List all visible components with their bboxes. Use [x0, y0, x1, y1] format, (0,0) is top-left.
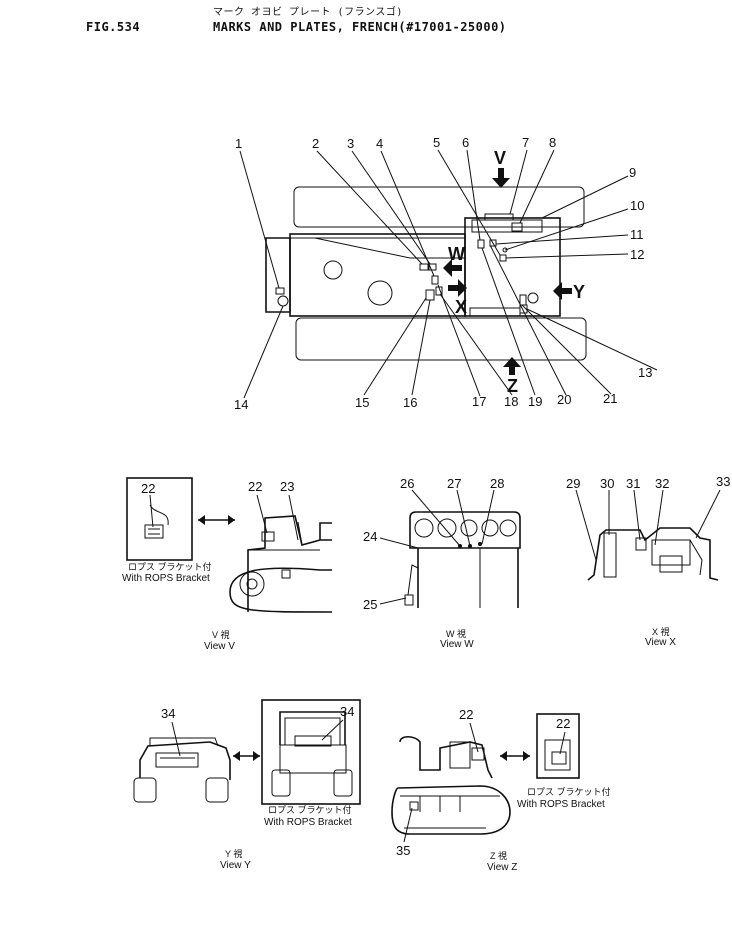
rops-caption-jp-y: ロプス ブラケット付 [268, 804, 352, 815]
title-english: MARKS AND PLATES, FRENCH(#17001-25000) [213, 20, 507, 34]
callout-5: 5 [433, 135, 440, 150]
callout-4: 4 [376, 136, 383, 151]
view-x: 29 30 31 32 33 X 視 View X [566, 474, 730, 648]
callout-26: 26 [400, 476, 414, 491]
rops-inset-v [126, 477, 193, 561]
callout-10: 10 [630, 198, 644, 213]
figure-number: FIG.534 [86, 20, 141, 34]
rops-caption-en-z: With ROPS Bracket [517, 799, 605, 810]
callout-18: 18 [504, 394, 518, 409]
callout-33: 33 [716, 474, 730, 489]
callout-6: 6 [462, 135, 469, 150]
callout-32: 32 [655, 476, 669, 491]
callout-14: 14 [234, 397, 248, 412]
callout-28: 28 [490, 476, 504, 491]
view-w: 26 27 28 24 25 W 視 View W [363, 476, 521, 650]
callout-16: 16 [403, 395, 417, 410]
callout-8: 8 [549, 135, 556, 150]
callout-22-v-inset: 22 [141, 481, 155, 496]
view-letter-z: Z [507, 376, 518, 396]
view-y-en: View Y [220, 860, 251, 871]
view-arrow-w: W [443, 244, 465, 277]
rops-inset-y [261, 699, 361, 805]
callout-20: 20 [557, 392, 571, 407]
callout-12: 12 [630, 247, 644, 262]
callout-19: 19 [528, 394, 542, 409]
view-arrow-y: Y [553, 282, 585, 302]
callout-17: 17 [472, 394, 486, 409]
view-y-jp: Y 視 [225, 848, 242, 859]
leader-lines-top [239, 149, 658, 399]
callout-2: 2 [312, 136, 319, 151]
callout-9: 9 [629, 165, 636, 180]
callout-3: 3 [347, 136, 354, 151]
callout-21: 21 [603, 391, 617, 406]
callout-34-y-inset: 34 [340, 704, 354, 719]
view-letter-v: V [494, 148, 506, 168]
callout-22-z: 22 [459, 707, 473, 722]
view-letter-y: Y [573, 282, 585, 302]
view-v: 22 ロプス ブラケット付 With ROPS Bracket 22 23 V … [122, 477, 333, 652]
rops-caption-en-y: With ROPS Bracket [264, 817, 352, 828]
callout-15: 15 [355, 395, 369, 410]
callout-11: 11 [630, 227, 644, 242]
callout-22-z-inset: 22 [556, 716, 570, 731]
rops-caption-jp-v: ロプス ブラケット付 [128, 561, 212, 572]
view-w-en: View W [440, 639, 474, 650]
view-y: 34 34 ロプス ブラケット付 With ROPS Bracket Y 視 V… [133, 699, 361, 871]
callout-7: 7 [522, 135, 529, 150]
top-view-machine [265, 186, 587, 361]
callout-13: 13 [638, 365, 652, 380]
view-z-en: View Z [487, 862, 517, 873]
view-arrow-v: V [492, 148, 510, 188]
callout-34-y: 34 [161, 706, 175, 721]
callout-30: 30 [600, 476, 614, 491]
rops-caption-jp-z: ロプス ブラケット付 [527, 786, 611, 797]
callout-24: 24 [363, 529, 377, 544]
callout-23: 23 [280, 479, 294, 494]
callouts-top: 1 2 3 4 5 6 7 8 9 10 11 12 13 14 15 16 1… [234, 135, 652, 412]
rops-caption-en-v: With ROPS Bracket [122, 573, 210, 584]
view-v-en: View V [204, 641, 235, 652]
view-v-jp: V 視 [212, 629, 230, 640]
view-z: 22 35 22 ロプス ブラケット付 With ROPS Bracket Z … [391, 707, 611, 873]
view-x-jp: X 視 [652, 626, 670, 637]
callout-29: 29 [566, 476, 580, 491]
callout-31: 31 [626, 476, 640, 491]
callout-25: 25 [363, 597, 377, 612]
view-arrow-x: X [448, 279, 467, 317]
rops-inset-z [536, 713, 580, 779]
view-x-en: View X [645, 637, 676, 648]
view-w-jp: W 視 [446, 628, 466, 639]
view-z-jp: Z 視 [490, 850, 507, 861]
view-arrow-z: Z [503, 357, 521, 396]
callout-27: 27 [447, 476, 461, 491]
callout-22-v: 22 [248, 479, 262, 494]
callout-1: 1 [235, 136, 242, 151]
view-letter-x: X [455, 297, 467, 317]
view-letter-w: W [448, 244, 465, 264]
callout-35: 35 [396, 843, 410, 858]
title-japanese: マーク オヨビ プレート (フランスゴ) [213, 7, 403, 18]
